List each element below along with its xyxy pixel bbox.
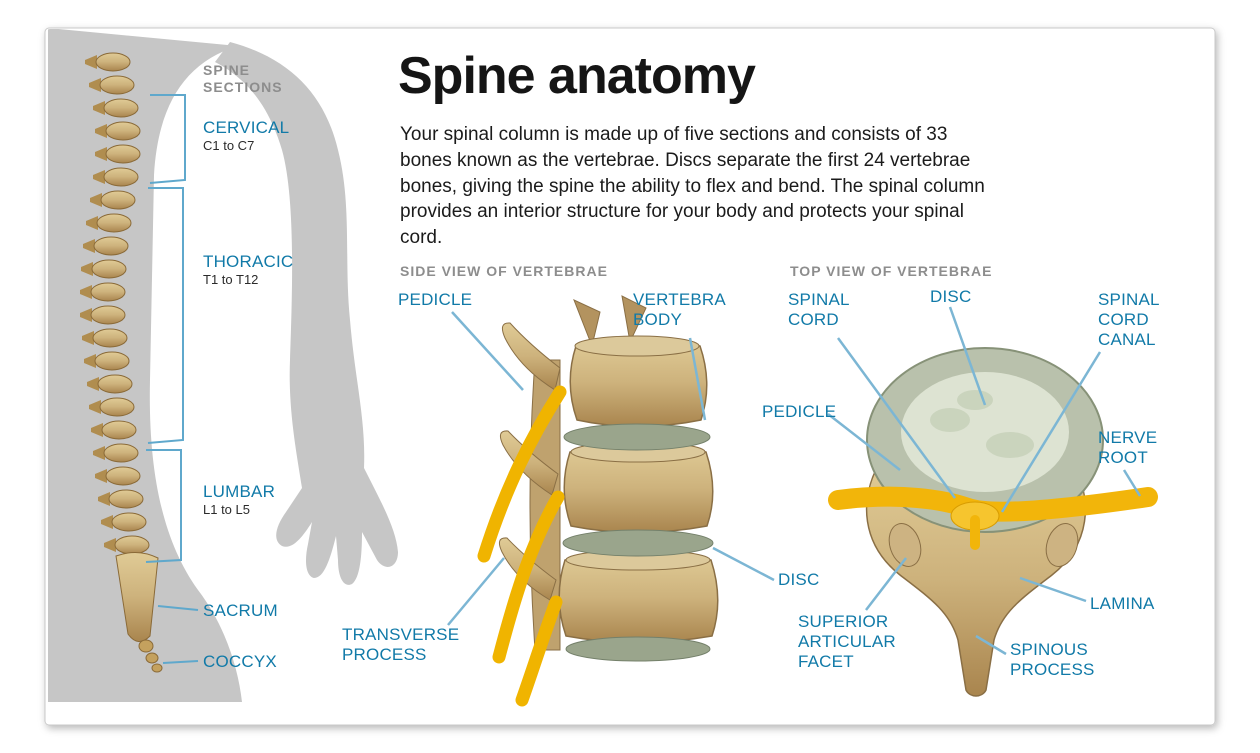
- spine-illustration: [79, 52, 163, 673]
- label-cervical-range: C1 to C7: [203, 138, 255, 153]
- thoracic-bracket: [147, 187, 184, 444]
- label-pedicle-top: PEDICLE: [762, 402, 837, 421]
- sacrum-shape: [115, 552, 159, 642]
- label-thoracic: THORACIC: [203, 252, 294, 271]
- cervical-bracket: [149, 94, 186, 184]
- side-view-illustration: [477, 295, 719, 707]
- label-spinal-cord: SPINAL CORD: [788, 290, 850, 330]
- superior-facet-right: [1045, 523, 1079, 567]
- label-sacrum: SACRUM: [203, 601, 278, 620]
- sacrum-leader: [157, 605, 199, 611]
- page-title: Spine anatomy: [398, 47, 756, 105]
- label-pedicle-side: PEDICLE: [398, 290, 473, 309]
- label-vertebra-body: VERTEBRA BODY: [633, 290, 725, 330]
- coccyx-leader: [162, 660, 199, 664]
- disc-side-1: [563, 423, 711, 451]
- label-spinal-cord-canal: SPINAL CORD CANAL: [1098, 290, 1160, 350]
- label-thoracic-range: T1 to T12: [203, 272, 259, 287]
- label-disc-side: DISC: [778, 570, 820, 589]
- label-spinous-process: SPINOUS PROCESS: [1010, 640, 1095, 680]
- label-coccyx: COCCYX: [203, 652, 277, 671]
- label-lamina: LAMINA: [1090, 594, 1155, 613]
- disc-side-3: [565, 636, 711, 662]
- intro-paragraph: Your spinal column is made up of five se…: [400, 124, 985, 249]
- label-lumbar: LUMBAR: [203, 482, 276, 501]
- disc-side-2: [562, 529, 714, 557]
- side-view-heading: SIDE VIEW OF VERTEBRAE: [400, 263, 608, 279]
- label-lumbar-range: L1 to L5: [203, 502, 250, 517]
- spine-sections-heading: SPINE SECTIONS: [203, 62, 283, 95]
- top-view-illustration: [828, 347, 1158, 697]
- label-nerve-root: NERVE ROOT: [1098, 428, 1158, 468]
- superior-facet-left: [888, 523, 922, 567]
- top-view-heading: TOP VIEW OF VERTEBRAE: [790, 263, 993, 279]
- disc-top-inner: [901, 372, 1069, 492]
- label-transverse-process: TRANSVERSE PROCESS: [342, 625, 460, 665]
- label-cervical: CERVICAL: [203, 118, 290, 137]
- coccyx-shape: [138, 639, 154, 653]
- section-brackets: [145, 94, 199, 664]
- lumbar-bracket: [145, 449, 182, 563]
- leader-lines: [447, 306, 1142, 656]
- nerve-roots-side: [477, 385, 567, 707]
- label-disc-top: DISC: [930, 287, 972, 306]
- label-superior-articular-facet: SUPERIOR ARTICULAR FACET: [798, 612, 896, 672]
